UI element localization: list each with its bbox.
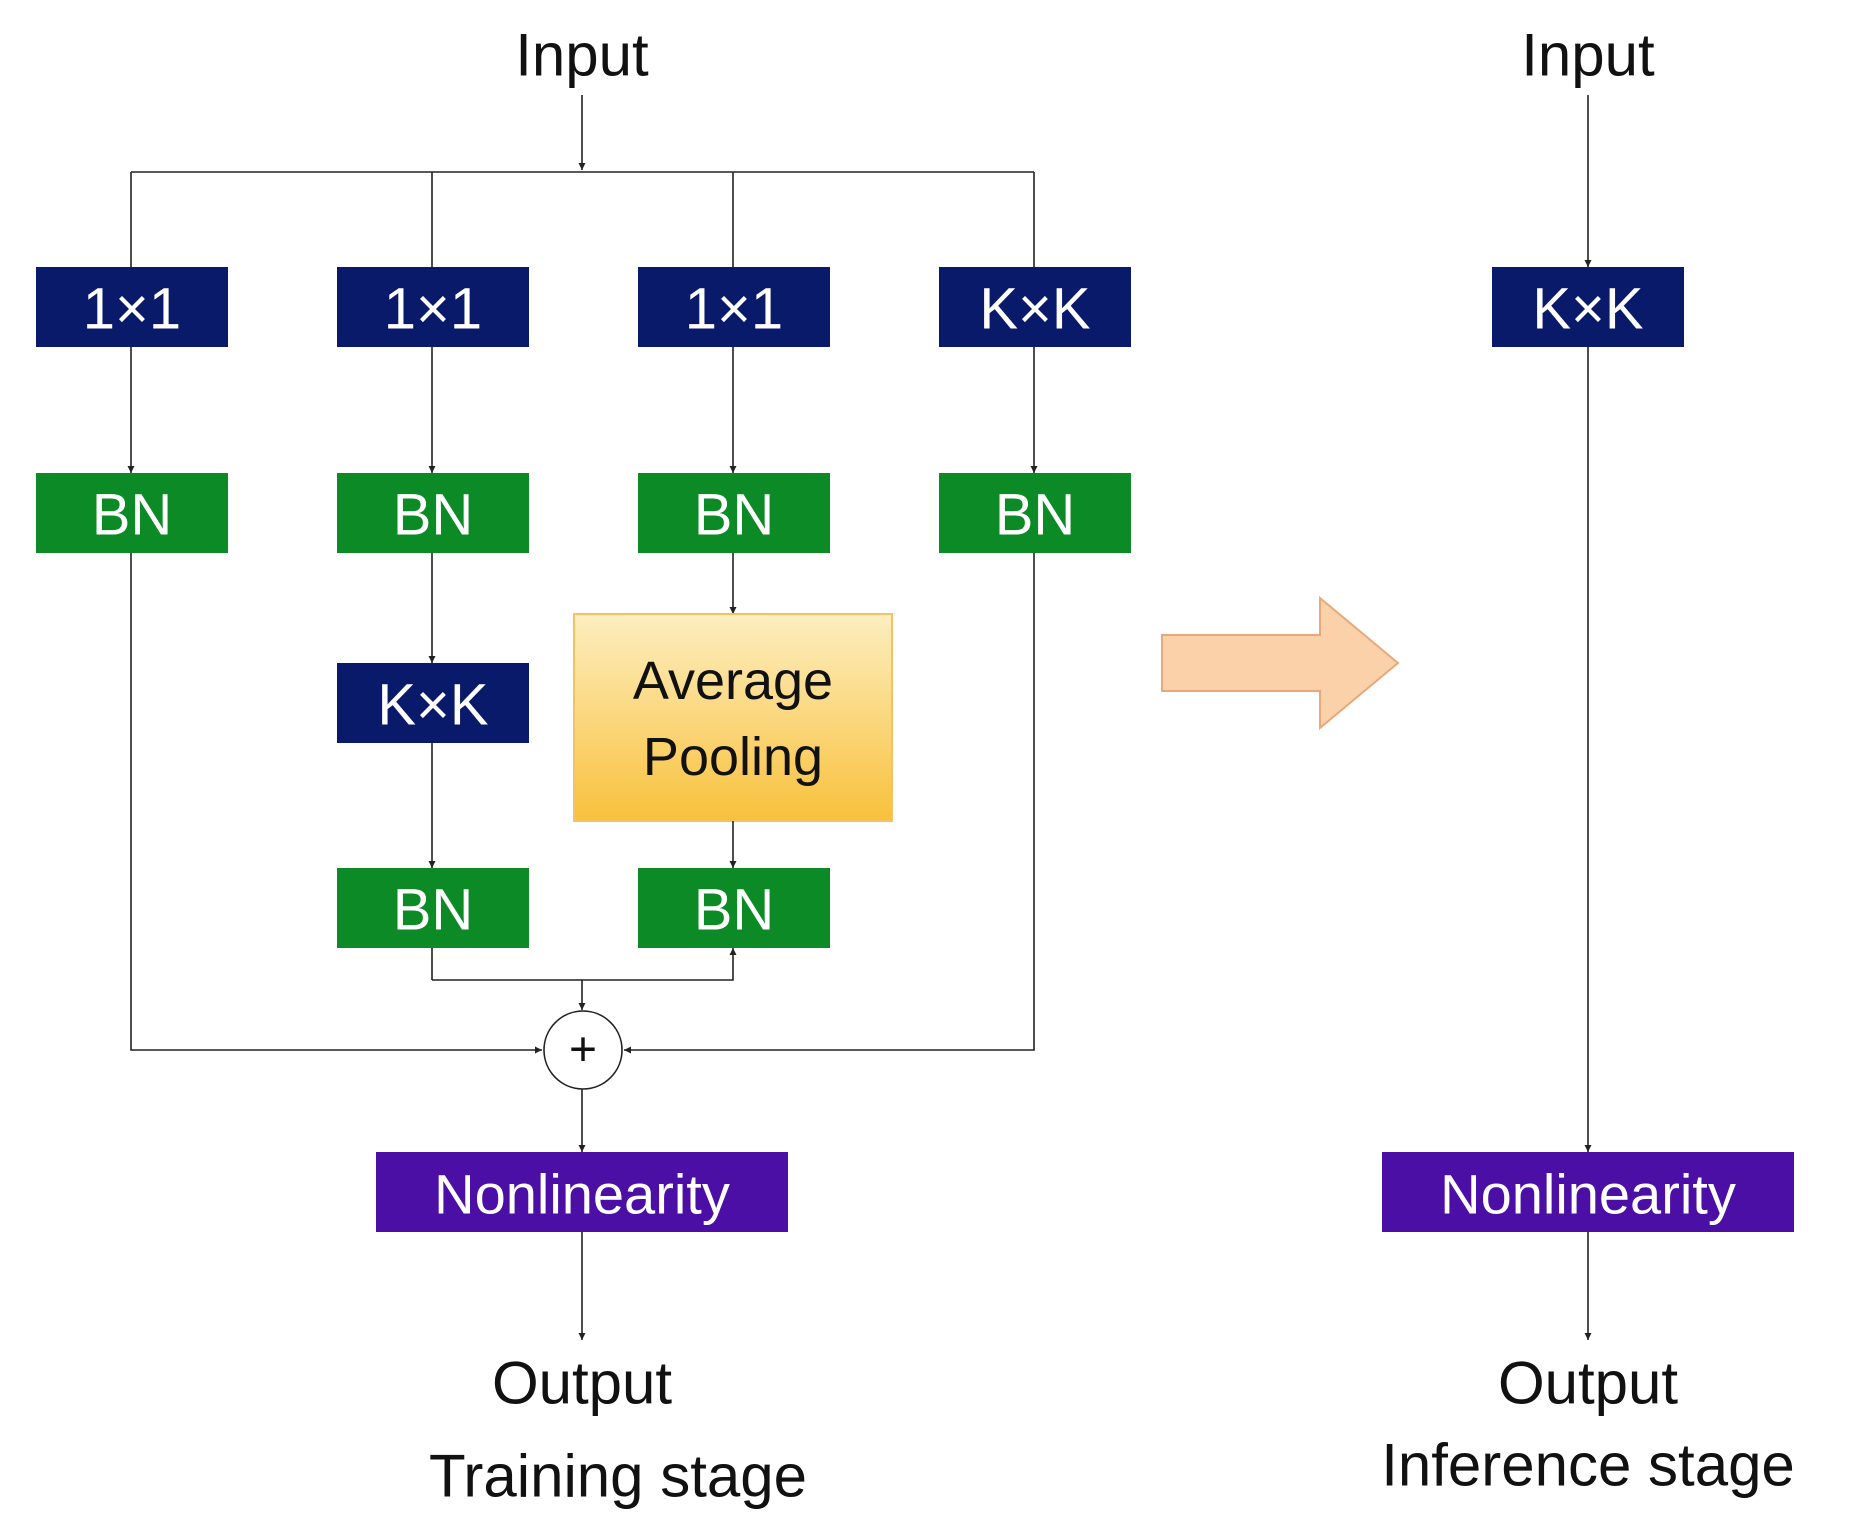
add-circle: [543, 1010, 623, 1090]
branch-4: K×K BN: [624, 267, 1131, 1054]
training-stage: Input 1×1 BN 1×1: [36, 22, 1131, 1510]
training-input-label: Input: [515, 22, 649, 89]
add-symbol: +: [569, 1024, 597, 1077]
branch2-bn2-label: BN: [393, 878, 474, 943]
average-pooling-box: [573, 613, 893, 822]
branch4-to-add-arrow: [624, 553, 1035, 1054]
branch4-conv-kxk-block: K×K: [939, 267, 1131, 347]
branch2-conv-box: [337, 267, 529, 347]
branch1-conv-box: [36, 267, 228, 347]
branch2-bn-box: [337, 473, 529, 553]
branch1-bn-label: BN: [92, 483, 173, 548]
branch2-bn-block: BN: [337, 473, 529, 553]
inference-conv-box: [1492, 267, 1684, 347]
branch2-conv-1x1-block: 1×1: [337, 267, 529, 347]
branch3-bn-box: [638, 473, 830, 553]
branch4-bn-box: [939, 473, 1131, 553]
branch1-bn-box: [36, 473, 228, 553]
branch2-3-merge-bus: [432, 948, 737, 981]
training-output-label: Output: [492, 1350, 672, 1417]
branch-1: 1×1 BN: [36, 267, 542, 1054]
inference-nonlinearity-block: Nonlinearity: [1382, 1152, 1794, 1232]
branch1-conv-1x1-block: 1×1: [36, 267, 228, 347]
branch3-bn2-label: BN: [694, 878, 775, 943]
inference-stage-label: Inference stage: [1381, 1432, 1795, 1499]
right-arrow-icon: [1161, 595, 1400, 731]
branch4-conv-box: [939, 267, 1131, 347]
inference-output-label: Output: [1498, 1350, 1678, 1417]
inference-conv-kxk-block: K×K: [1492, 267, 1684, 347]
average-pooling-label-line2: Pooling: [643, 727, 823, 787]
branch2-conv-kxk-block: K×K: [337, 663, 529, 743]
branch3-bn2-box: [638, 868, 830, 948]
inference-nonlinearity-label: Nonlinearity: [1440, 1163, 1736, 1226]
add-node: +: [543, 1010, 623, 1090]
branch3-bn-block: BN: [638, 473, 830, 553]
transform-arrow-shape: [1161, 595, 1400, 731]
training-nonlinearity-label: Nonlinearity: [434, 1163, 730, 1226]
inference-stage: Input K×K Nonlinearity Output Inference …: [1381, 22, 1795, 1499]
branch3-bn-label: BN: [694, 483, 775, 548]
branch2-kxk-box: [337, 663, 529, 743]
branch1-conv-label: 1×1: [83, 277, 181, 342]
branch2-bn2-box: [337, 868, 529, 948]
branch3-conv-1x1-block: 1×1: [638, 267, 830, 347]
training-nonlinearity-box: [376, 1152, 788, 1232]
branch4-conv-label: K×K: [979, 277, 1091, 342]
training-stage-label: Training stage: [429, 1443, 807, 1510]
branch2-bn2-block: BN: [337, 868, 529, 948]
branch-3: 1×1 BN Average Pooling BN: [573, 267, 893, 948]
branch2-kxk-label: K×K: [377, 673, 489, 738]
inference-nonlinearity-box: [1382, 1152, 1794, 1232]
branch1-bn-block: BN: [36, 473, 228, 553]
branch3-conv-box: [638, 267, 830, 347]
branch4-bn-label: BN: [995, 483, 1076, 548]
branch2-bn-label: BN: [393, 483, 474, 548]
branch4-bn-block: BN: [939, 473, 1131, 553]
branch-2: 1×1 BN K×K BN: [337, 267, 529, 948]
branch2-conv-label: 1×1: [384, 277, 482, 342]
training-nonlinearity-block: Nonlinearity: [376, 1152, 788, 1232]
branch3-conv-label: 1×1: [685, 277, 783, 342]
inference-conv-label: K×K: [1532, 277, 1644, 342]
branch1-to-add-arrow: [130, 553, 542, 1054]
branch3-bn2-block: BN: [638, 868, 830, 948]
average-pooling-label-line1: Average: [633, 651, 833, 711]
inference-input-label: Input: [1521, 22, 1655, 89]
average-pooling-block: Average Pooling: [573, 613, 893, 822]
